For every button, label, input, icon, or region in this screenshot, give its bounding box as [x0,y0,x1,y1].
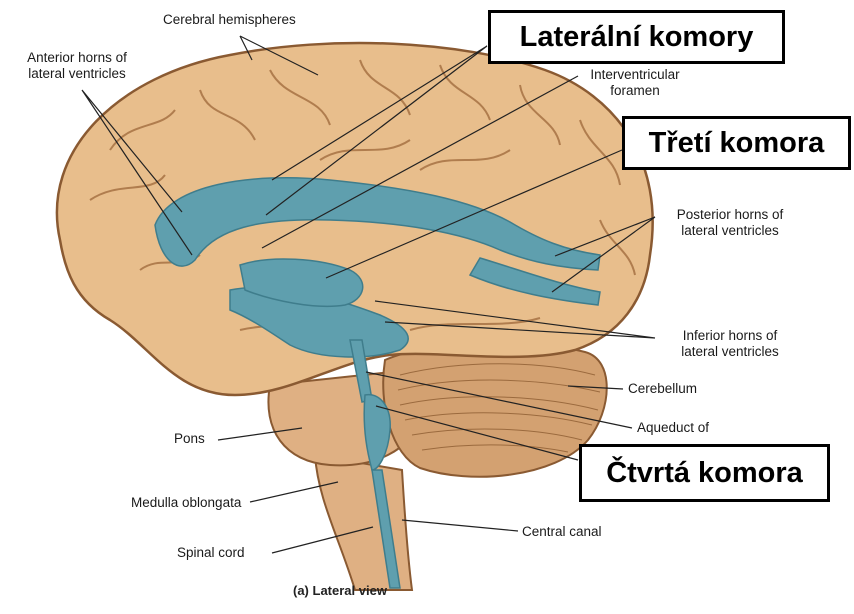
cerebellum-shape [383,343,607,477]
label-inferior-horns-line-2: lateral ventricles [655,344,805,360]
callout-lateral-ventricles: Laterální komory [488,10,785,64]
label-medulla-oblongata: Medulla oblongata [131,495,241,511]
label-posterior-horns: Posterior horns of lateral ventricles [655,207,805,239]
label-cerebellum: Cerebellum [628,381,697,397]
label-aqueduct: Aqueduct of [637,420,709,436]
label-anterior-horns: Anterior horns of lateral ventricles [2,50,152,82]
label-pons: Pons [174,431,205,447]
label-spinal-cord: Spinal cord [177,545,245,561]
callout-third-ventricle: Třetí komora [622,116,851,170]
figure-caption: (a) Lateral view [293,583,387,598]
label-central-canal: Central canal [522,524,602,540]
label-interventricular-foramen: Interventricular foramen [575,67,695,99]
label-posterior-horns-line-2: lateral ventricles [655,223,805,239]
label-anterior-horns-line-1: Anterior horns of [2,50,152,66]
label-inferior-horns-line-1: Inferior horns of [655,328,805,344]
label-inferior-horns: Inferior horns of lateral ventricles [655,328,805,360]
label-cerebral-hemispheres: Cerebral hemispheres [163,12,296,28]
label-interventricular-line-1: Interventricular [575,67,695,83]
label-interventricular-line-2: foramen [575,83,695,99]
callout-fourth-ventricle: Čtvrtá komora [579,444,830,502]
label-anterior-horns-line-2: lateral ventricles [2,66,152,82]
label-posterior-horns-line-1: Posterior horns of [655,207,805,223]
